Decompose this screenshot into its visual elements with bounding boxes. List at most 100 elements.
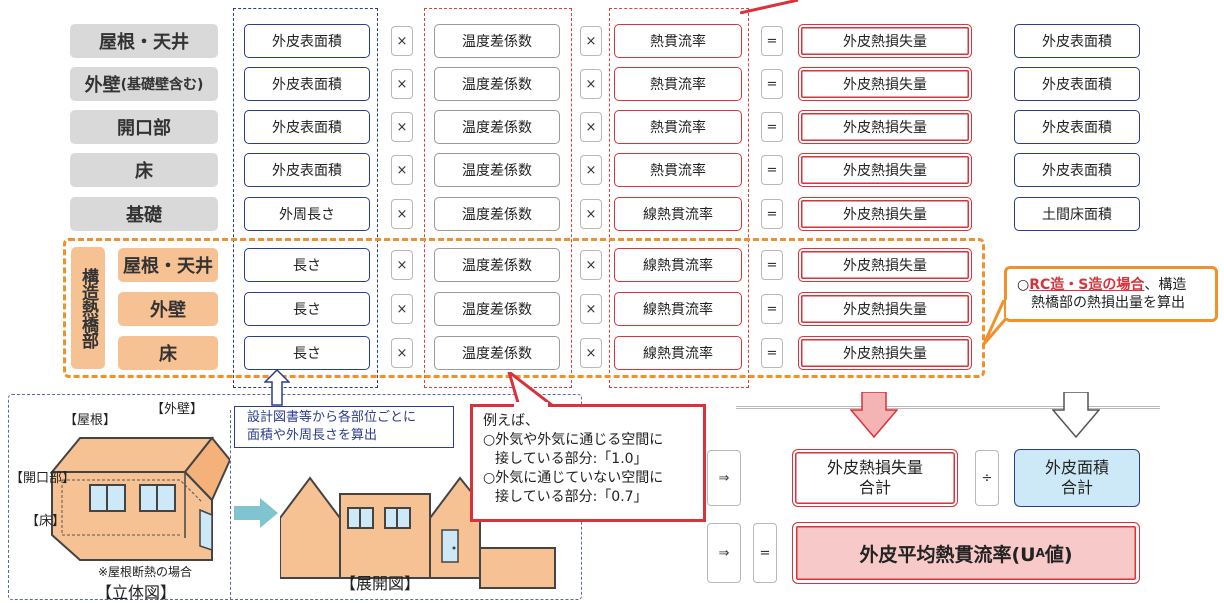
label-wall: 【外壁】 — [151, 402, 204, 417]
category-label: 外壁 — [84, 75, 121, 96]
equals-operator: = — [761, 112, 783, 142]
loss-box: 外皮熱損失量 — [798, 336, 972, 370]
times-operator: × — [391, 69, 413, 99]
design-note-box: 設計図書等から各部位ごとに 面積や外周長さを算出 — [234, 406, 454, 448]
coefficient-box: 温度差係数 — [434, 110, 560, 144]
coefficient-box: 温度差係数 — [434, 67, 560, 101]
loss-box: 外皮熱損失量 — [798, 292, 972, 326]
equals-operator: = — [753, 523, 777, 583]
roof-insulation-note: ※屋根断熱の場合 — [98, 565, 193, 579]
times-operator: × — [391, 26, 413, 56]
coefficient-box: 温度差係数 — [434, 24, 560, 58]
coefficient-box: 温度差係数 — [434, 292, 560, 326]
loss-box: 外皮熱損失量 — [798, 67, 972, 101]
dimension-box: 外皮表面積 — [244, 67, 370, 101]
rate-box: 線熱貫流率 — [614, 248, 742, 282]
category-opening: 開口部 — [70, 110, 218, 144]
dimension-box: 外周長さ — [244, 197, 370, 231]
area-box: 外皮表面積 — [1014, 153, 1140, 187]
category-sub-label: (基礎壁含む) — [120, 77, 204, 93]
loss-box: 外皮熱損失量 — [798, 110, 972, 144]
label-opening: 【開口部】 — [10, 471, 76, 486]
thermal-bridge-group-label: 構造熱橋部 — [71, 247, 105, 369]
times-operator: × — [391, 155, 413, 185]
equals-operator: = — [761, 199, 783, 229]
times-operator: × — [391, 250, 413, 280]
loss-box: 外皮熱損失量 — [798, 248, 972, 282]
pointer-line — [740, 0, 799, 14]
category-floor: 床 — [70, 153, 218, 187]
divider-line — [736, 406, 1160, 409]
down-arrow-area-icon — [1052, 392, 1100, 438]
coefficient-box: 温度差係数 — [434, 336, 560, 370]
equals-operator: = — [761, 26, 783, 56]
right-arrow-icon — [234, 498, 278, 528]
area-box: 土間床面積 — [1014, 197, 1140, 231]
equals-operator: = — [761, 338, 783, 368]
coefficient-box: 温度差係数 — [434, 248, 560, 282]
thermal-bridge-frame — [63, 238, 985, 378]
loss-box: 外皮熱損失量 — [798, 153, 972, 187]
bridge-category-roof-ceiling: 屋根・天井 — [118, 248, 218, 282]
up-arrow-icon — [264, 370, 290, 406]
down-arrow-loss-icon — [850, 392, 898, 438]
area-box: 外皮表面積 — [1014, 24, 1140, 58]
times-operator: × — [580, 250, 602, 280]
area-total-box: 外皮面積合計 — [1014, 449, 1140, 507]
area-box: 外皮表面積 — [1014, 67, 1140, 101]
isometric-caption: 【立体図】 — [96, 583, 177, 602]
rate-box: 熱貫流率 — [614, 153, 742, 187]
dimension-box: 外皮表面積 — [244, 24, 370, 58]
label-roof: 【屋根】 — [64, 413, 117, 428]
arrow-operator: ⇒ — [707, 450, 741, 506]
example-callout: 例えば、 ○外気や外気に通じる空間に 接している部分:「1.0」 ○外気に通じて… — [470, 404, 706, 522]
times-operator: × — [580, 69, 602, 99]
dimension-box: 外皮表面積 — [244, 110, 370, 144]
times-operator: × — [391, 112, 413, 142]
equals-operator: = — [761, 294, 783, 324]
bridge-category-floor: 床 — [118, 336, 218, 370]
coefficient-column-frame — [424, 8, 572, 388]
length-box: 長さ — [244, 292, 370, 326]
area-box: 外皮表面積 — [1014, 110, 1140, 144]
equals-operator: = — [761, 69, 783, 99]
figure-divider — [230, 410, 231, 600]
rate-box: 熱貫流率 — [614, 110, 742, 144]
category-foundation: 基礎 — [70, 197, 218, 231]
category-roof-ceiling: 屋根・天井 — [70, 24, 218, 58]
arrow-operator: ⇒ — [707, 523, 741, 583]
development-caption: 【展開図】 — [340, 574, 421, 593]
development-drawing — [280, 476, 556, 589]
dimension-box: 外皮表面積 — [244, 153, 370, 187]
times-operator: × — [580, 112, 602, 142]
isometric-house-drawing — [49, 436, 230, 561]
times-operator: × — [580, 338, 602, 368]
times-operator: × — [391, 294, 413, 324]
rate-box: 熱貫流率 — [614, 67, 742, 101]
times-operator: × — [580, 199, 602, 229]
times-operator: × — [391, 199, 413, 229]
rate-box: 線熱貫流率 — [614, 292, 742, 326]
loss-total-box: 外皮熱損失量合計 — [792, 449, 958, 507]
loss-box: 外皮熱損失量 — [798, 197, 972, 231]
equals-operator: = — [761, 155, 783, 185]
times-operator: × — [580, 26, 602, 56]
loss-box: 外皮熱損失量 — [798, 24, 972, 58]
rate-box: 線熱貫流率 — [614, 197, 742, 231]
length-box: 長さ — [244, 336, 370, 370]
times-operator: × — [391, 338, 413, 368]
coefficient-box: 温度差係数 — [434, 153, 560, 187]
times-operator: × — [580, 155, 602, 185]
label-floor: 【床】 — [26, 514, 66, 529]
rc-callout: ○RC造・S造の場合、構造 熱橋部の熱損出量を算出 — [1004, 266, 1218, 322]
bridge-category-wall: 外壁 — [118, 292, 218, 326]
divide-operator: ÷ — [975, 450, 999, 506]
rate-box: 熱貫流率 — [614, 24, 742, 58]
equals-operator: = — [761, 250, 783, 280]
category-exterior-wall: 外壁(基礎壁含む) — [70, 67, 218, 101]
length-box: 長さ — [244, 248, 370, 282]
rate-box: 線熱貫流率 — [614, 336, 742, 370]
rc-highlight: RC造・S造の場合 — [1029, 277, 1145, 293]
times-operator: × — [580, 294, 602, 324]
